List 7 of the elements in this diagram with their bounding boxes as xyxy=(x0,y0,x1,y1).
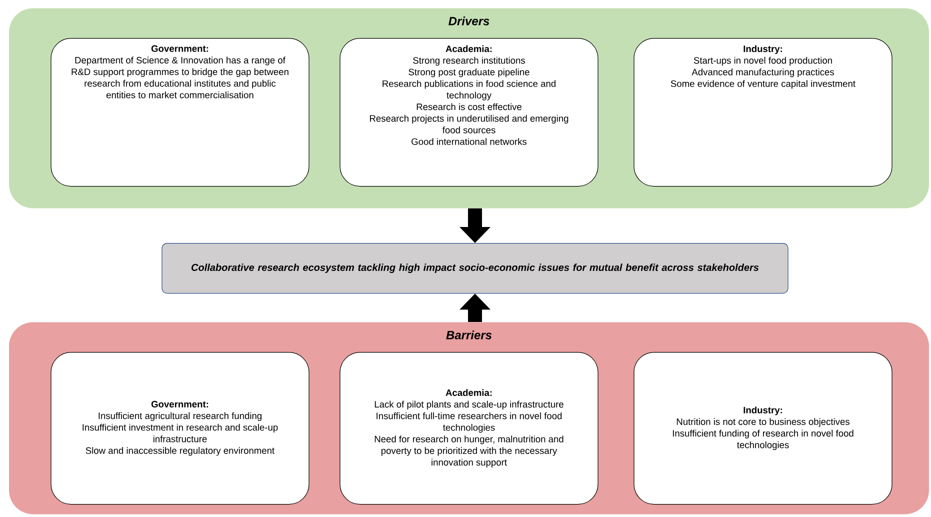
text-box: Academia: Lack of pilot plants and scale-up infrastructure Insufficient full-time researchers in novel food technologies Need for research on hunger, malnutrition and poverty to be prioritized with the necessary innovation support xyxy=(340,352,598,505)
outcome-box: Collaborative research ecosystem tackling high impact socio-economic issues for mutual benefit across stakeholders xyxy=(162,243,788,294)
text-box: Government: Insufficient agricultural research funding Insufficient investment in research and scale-up infrastructure Slow and inaccessible regulatory environment xyxy=(50,352,310,505)
text-box: Industry: Start-ups in novel food production Advanced manufacturing practices Some evidence of venture capital investment xyxy=(634,38,892,187)
text-box: Government: Department of Science & Innovation has a range of R&D support programmes to bridge the gap between research from educational institutes and public entities to market commercialisation xyxy=(50,38,310,187)
text-box: Industry: Nutrition is not core to business objectives Insufficient funding of research in novel food technologies xyxy=(634,352,892,505)
text-box: Academia: Strong research institutions Strong post graduate pipeline Research publications in food science and technology Research is cost effective Research projects in underutilised and emerging food sources Good international networks xyxy=(340,38,598,187)
